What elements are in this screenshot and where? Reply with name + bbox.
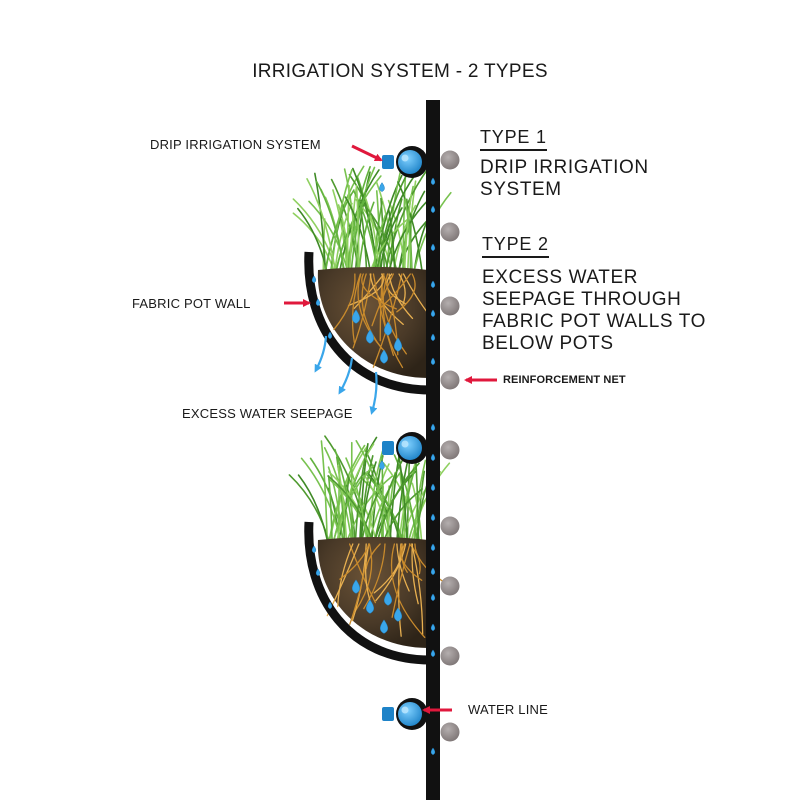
excess-water-seepage-label: EXCESS WATER SEEPAGE [182, 407, 353, 420]
type-1-description: DRIP IRRIGATION SYSTEM [480, 157, 680, 201]
type-2-description: EXCESS WATER SEEPAGE THROUGH FABRIC POT … [482, 267, 722, 355]
emitter-nozzle [382, 155, 394, 169]
emitter-nozzle [382, 707, 394, 721]
reinforcement-node [441, 371, 460, 390]
emitter-highlight [402, 155, 409, 162]
drip-callout-arrow [352, 146, 381, 160]
reinforcement-node [441, 647, 460, 666]
reinforcement-net [441, 151, 460, 742]
emitter-body [398, 702, 422, 726]
reinforcement-node [441, 723, 460, 742]
emitter-body [398, 436, 422, 460]
reinforcement-node [441, 517, 460, 536]
fabric-pot [289, 436, 449, 660]
grass-blade [329, 476, 332, 540]
emitter-highlight [402, 707, 409, 714]
emitter-drip [380, 183, 385, 192]
reinforcement-node [441, 223, 460, 242]
fabric-pot-wall-label: FABRIC POT WALL [132, 297, 251, 310]
seepage-arrow [316, 336, 326, 370]
water-line-pipe [426, 100, 440, 800]
reinforcement-node [441, 577, 460, 596]
reinforcement-net-label: REINFORCEMENT NET [503, 375, 626, 386]
drip-emitter [380, 146, 428, 192]
drip-emitter [382, 698, 428, 730]
type-1-heading: TYPE 1 [480, 128, 547, 151]
reinforcement-node [441, 151, 460, 170]
emitter-highlight [402, 441, 409, 448]
diagram-title: IRRIGATION SYSTEM - 2 TYPES [0, 62, 800, 81]
type-2-heading: TYPE 2 [482, 235, 549, 258]
water-line-label: WATER LINE [468, 703, 548, 716]
drip-irrigation-system-label: DRIP IRRIGATION SYSTEM [150, 138, 321, 151]
emitter-body [398, 150, 422, 174]
emitter-nozzle [382, 441, 394, 455]
drip-emitter [380, 432, 428, 470]
reinforcement-node [441, 297, 460, 316]
reinforcement-node [441, 441, 460, 460]
